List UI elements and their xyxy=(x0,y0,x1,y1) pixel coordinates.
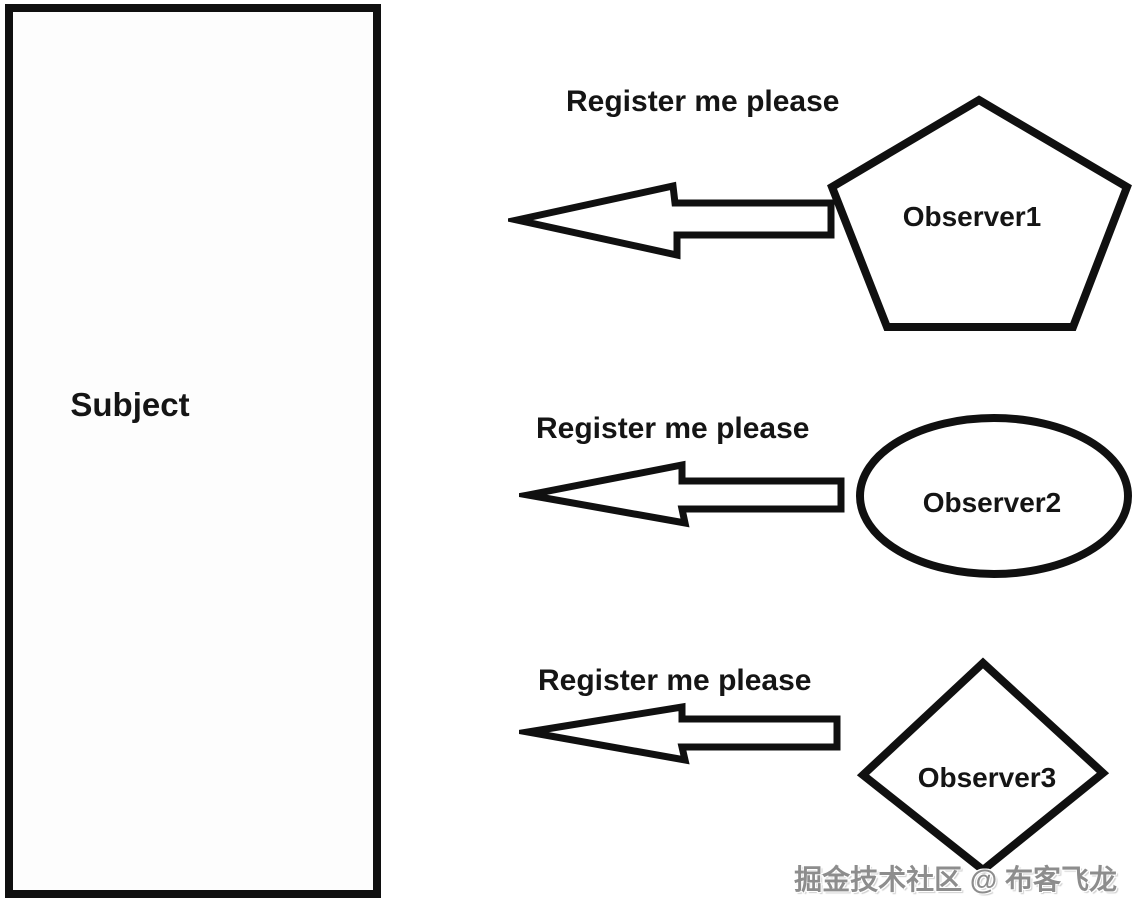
register-message-3: Register me please xyxy=(538,664,812,697)
ellipse-shape xyxy=(856,414,1132,578)
left-arrow-icon xyxy=(519,460,845,528)
observer3-label: Observer3 xyxy=(917,762,1057,793)
subject-label: Subject xyxy=(70,386,190,423)
register-message-2: Register me please xyxy=(536,412,810,445)
pentagon-shape xyxy=(827,95,1132,331)
left-arrow-icon xyxy=(519,702,841,765)
observer2-label: Observer2 xyxy=(922,487,1062,518)
subject-box xyxy=(5,4,381,898)
left-arrow-icon xyxy=(508,181,835,260)
diamond-shape xyxy=(856,657,1110,876)
register-message-1: Register me please xyxy=(566,85,840,118)
watermark-text: 掘金技术社区 @ 布客飞龙 xyxy=(794,864,1117,895)
observer1-label: Observer1 xyxy=(902,201,1042,232)
